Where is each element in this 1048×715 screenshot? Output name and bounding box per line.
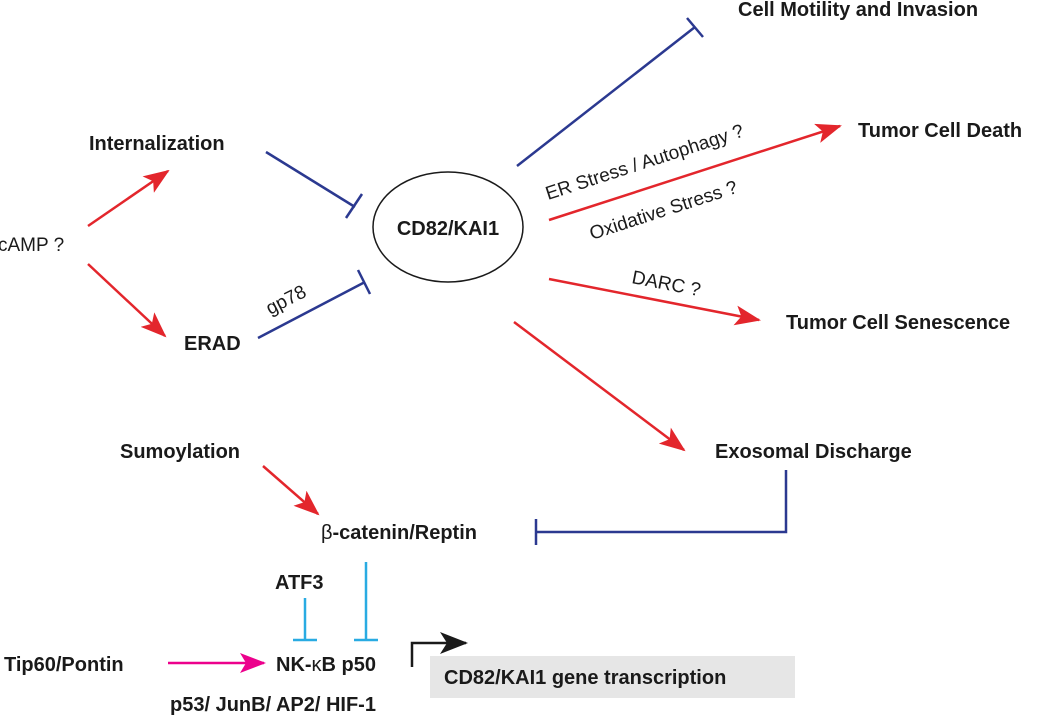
nfkb-prefix: NK- (276, 654, 312, 676)
edge-cd82-to-exosomal (513, 321, 686, 452)
edge-internalization-inhibits-cd82 (265, 150, 356, 209)
inhibition-bar (344, 193, 364, 219)
edge-exosomal-inhibits-catenin (536, 470, 788, 534)
inhibition-bar (686, 17, 704, 38)
factors-label: p53/ JunB/ AP2/ HIF-1 (170, 694, 376, 715)
motility-label: Cell Motility and Invasion (738, 0, 978, 21)
beta-symbol: β (321, 522, 333, 544)
exosomal-label: Exosomal Discharge (715, 441, 912, 463)
death-label: Tumor Cell Death (858, 120, 1022, 142)
erad-label: ERAD (184, 333, 241, 355)
edge-cd82-to-death (548, 123, 842, 222)
tip60-label: Tip60/Pontin (4, 654, 124, 676)
oxidative-label: Oxidative Stress ? (587, 177, 740, 245)
inhibition-bar (356, 269, 372, 295)
edge-cd82-inhibits-motility (516, 26, 696, 167)
edge-camp-to-erad (87, 263, 167, 338)
edge-sumoylation-to-catenin (262, 465, 320, 516)
senescence-label: Tumor Cell Senescence (786, 312, 1010, 334)
cd82-node-label: CD82/KAI1 (397, 218, 499, 240)
edge-camp-to-internalization (87, 169, 170, 228)
catenin-text: -catenin/Reptin (333, 522, 477, 544)
transcription-start-arrow (410, 632, 468, 667)
nfkb-label: NK-κB p50 (276, 654, 376, 676)
transcription-label: CD82/KAI1 gene transcription (444, 667, 726, 689)
edge-cd82-to-senescence (548, 277, 761, 326)
atf3-label: ATF3 (275, 572, 324, 594)
nfkb-suffix: B p50 (322, 654, 376, 676)
cd82-node-ellipse (372, 171, 524, 283)
kappa-symbol: κ (312, 654, 323, 676)
edge-erad-inhibits-cd82 (257, 280, 366, 340)
transcription-box (430, 656, 795, 698)
catenin-label: β-catenin/Reptin (321, 522, 477, 544)
sumoylation-label: Sumoylation (120, 441, 240, 463)
internalization-label: Internalization (89, 133, 225, 155)
camp-label: cAMP ? (0, 235, 64, 256)
